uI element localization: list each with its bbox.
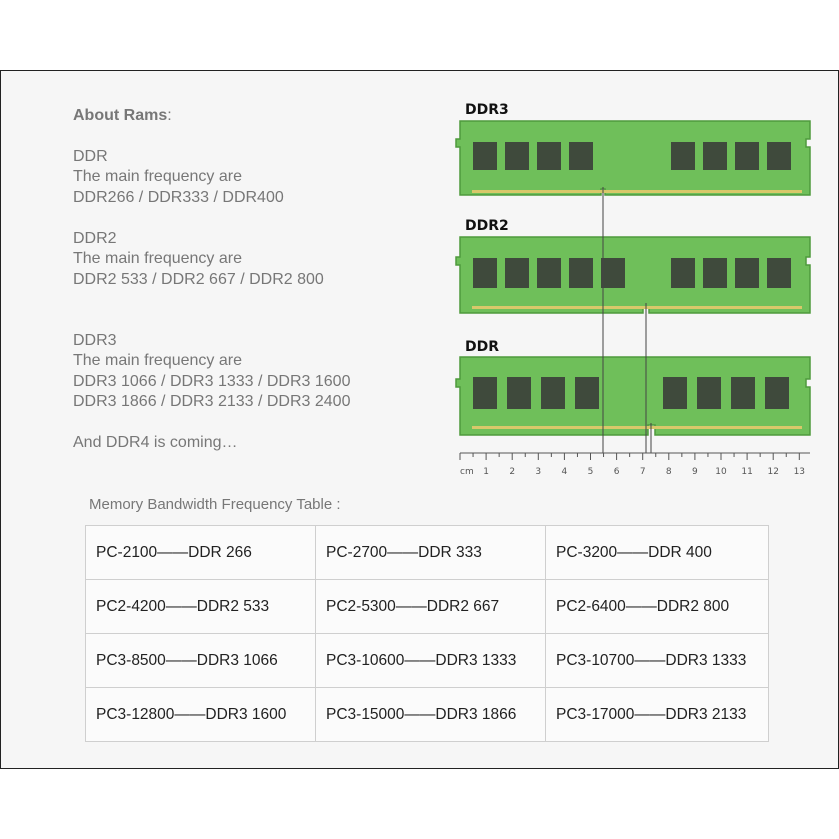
about-title: About Rams bbox=[73, 107, 168, 124]
ddr3-freq-label: The main frequency are bbox=[73, 352, 242, 370]
memory-chip-icon bbox=[537, 258, 561, 288]
ddr2-freq-line: DDR2 533 / DDR2 667 / DDR2 800 bbox=[73, 270, 324, 288]
ruler-tick-label: 10 bbox=[715, 467, 727, 477]
memory-chip-icon bbox=[731, 377, 755, 409]
ddr-name: DDR bbox=[73, 148, 108, 165]
ddr-freq-line: DDR266 / DDR333 / DDR400 bbox=[73, 188, 284, 206]
memory-chip-icon bbox=[601, 258, 625, 288]
ruler-tick-label: 11 bbox=[741, 467, 752, 477]
table-cell: PC-2100——DDR 266 bbox=[85, 525, 316, 580]
ddr-module bbox=[455, 356, 811, 436]
memory-chip-icon bbox=[671, 142, 695, 170]
ddr3-module bbox=[455, 120, 811, 196]
table-caption: Memory Bandwidth Frequency Table : bbox=[89, 496, 341, 513]
memory-chip-icon bbox=[703, 142, 727, 170]
ruler-tick-label: 13 bbox=[794, 467, 805, 477]
ddr2-contacts bbox=[472, 306, 802, 309]
table-cell: PC2-4200——DDR2 533 bbox=[85, 579, 316, 634]
table-cell: PC-3200——DDR 400 bbox=[545, 525, 769, 580]
memory-chip-icon bbox=[575, 377, 599, 409]
table-cell: PC3-12800——DDR3 1600 bbox=[85, 687, 316, 742]
ddr3-freq-line: DDR3 1866 / DDR3 2133 / DDR3 2400 bbox=[73, 393, 351, 411]
table-cell: PC3-17000——DDR3 2133 bbox=[545, 687, 769, 742]
ddr2-name: DDR2 bbox=[73, 230, 117, 247]
ddr-freq-label: The main frequency are bbox=[73, 168, 242, 186]
notch-alignment-lines bbox=[602, 187, 652, 453]
ddr-section: DDR The main frequency are DDR266 / DDR3… bbox=[73, 147, 284, 208]
table-cell: PC-2700——DDR 333 bbox=[315, 525, 546, 580]
ddr2-module-label: DDR2 bbox=[465, 218, 509, 234]
memory-chip-icon bbox=[507, 377, 531, 409]
ruler-tick-label: 5 bbox=[588, 467, 594, 477]
ddr2-section: DDR2 The main frequency are DDR2 533 / D… bbox=[73, 229, 324, 290]
ddr3-contacts bbox=[472, 190, 802, 193]
memory-chip-icon bbox=[735, 142, 759, 170]
table-cell: PC2-6400——DDR2 800 bbox=[545, 579, 769, 634]
memory-chip-icon bbox=[735, 258, 759, 288]
memory-chip-icon bbox=[537, 142, 561, 170]
ruler-tick-label: 1 bbox=[483, 467, 489, 477]
memory-chip-icon bbox=[541, 377, 565, 409]
memory-chip-icon bbox=[505, 142, 529, 170]
table-cell: PC3-10700——DDR3 1333 bbox=[545, 633, 769, 688]
ruler-unit-label: cm bbox=[460, 467, 474, 477]
memory-chip-icon bbox=[703, 258, 727, 288]
ruler-tick-label: 8 bbox=[666, 467, 672, 477]
memory-chip-icon bbox=[473, 142, 497, 170]
memory-chip-icon bbox=[505, 258, 529, 288]
ddr2-freq-label: The main frequency are bbox=[73, 250, 242, 268]
ddr4-note: And DDR4 is coming… bbox=[73, 433, 238, 453]
memory-chip-icon bbox=[767, 258, 791, 288]
about-rams-block: About Rams: bbox=[73, 106, 172, 126]
table-cell: PC3-10600——DDR3 1333 bbox=[315, 633, 546, 688]
ruler-tick-label: 12 bbox=[767, 467, 778, 477]
ruler-tick-label: 9 bbox=[692, 467, 698, 477]
about-colon: : bbox=[167, 107, 172, 124]
ruler-tick-label: 7 bbox=[640, 467, 646, 477]
ddr3-module-label: DDR3 bbox=[465, 102, 509, 118]
ruler-tick-label: 4 bbox=[562, 467, 568, 477]
table-cell: PC3-15000——DDR3 1866 bbox=[315, 687, 546, 742]
memory-chip-icon bbox=[767, 142, 791, 170]
ddr3-section: DDR3 The main frequency are DDR3 1066 / … bbox=[73, 331, 350, 413]
ddr2-module bbox=[455, 236, 811, 314]
memory-chip-icon bbox=[671, 258, 695, 288]
ddr-contacts bbox=[472, 426, 802, 429]
memory-chip-icon bbox=[663, 377, 687, 409]
ruler-tick-label: 6 bbox=[614, 467, 620, 477]
ddr-module-label: DDR bbox=[465, 339, 500, 355]
ddr3-freq-line: DDR3 1066 / DDR3 1333 / DDR3 1600 bbox=[73, 372, 351, 390]
memory-chip-icon bbox=[473, 258, 497, 288]
memory-chip-icon bbox=[473, 377, 497, 409]
ruler-tick-label: 3 bbox=[535, 467, 541, 477]
memory-chip-icon bbox=[569, 142, 593, 170]
table-cell: PC3-8500——DDR3 1066 bbox=[85, 633, 316, 688]
memory-chip-icon bbox=[765, 377, 789, 409]
ddr3-name: DDR3 bbox=[73, 332, 117, 349]
ruler-tick-label: 2 bbox=[509, 467, 515, 477]
ddr4-coming-text: And DDR4 is coming… bbox=[73, 434, 238, 451]
about-heading: About Rams: bbox=[73, 106, 172, 126]
memory-chip-icon bbox=[697, 377, 721, 409]
memory-chip-icon bbox=[569, 258, 593, 288]
table-cell: PC2-5300——DDR2 667 bbox=[315, 579, 546, 634]
